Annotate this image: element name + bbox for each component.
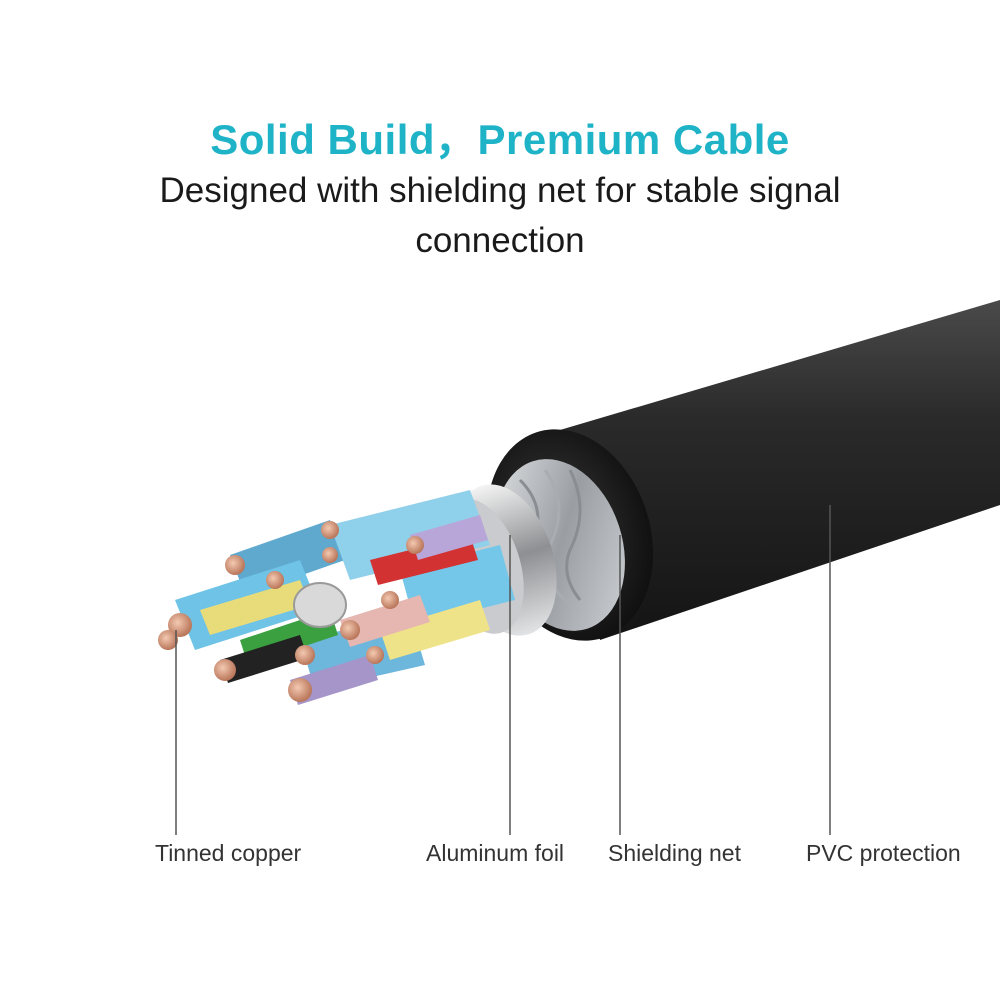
label-shielding-net: Shielding net (608, 840, 741, 866)
headline-subtitle: Designed with shielding net for stable s… (159, 171, 841, 260)
label-aluminum-foil: Aluminum foil (426, 840, 565, 866)
headline-title: Solid Build，Premium Cable (210, 116, 790, 163)
label-pvc-protection: PVC protection (806, 840, 961, 866)
callout-lines (175, 505, 831, 835)
inner-conductors (158, 490, 515, 705)
label-tinned-copper: Tinned copper (155, 840, 302, 866)
